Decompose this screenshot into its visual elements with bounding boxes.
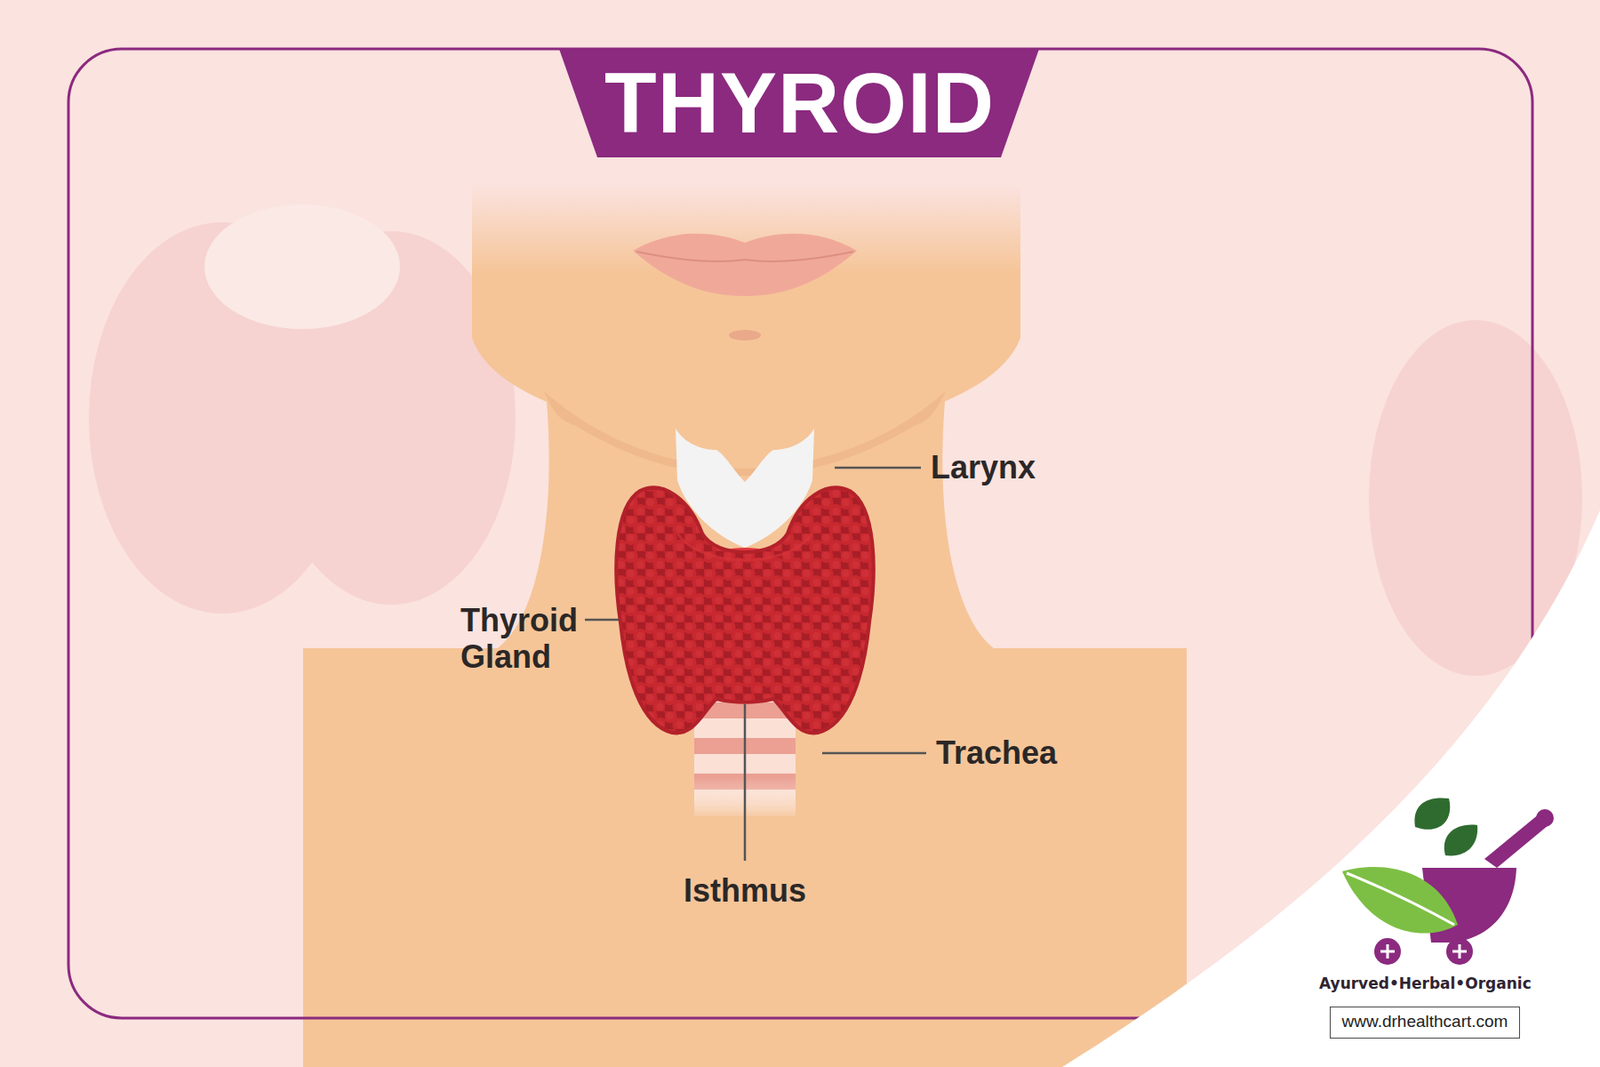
leader-lines (584, 467, 927, 861)
gland-highlight (677, 533, 813, 560)
frame-border (68, 48, 1533, 1018)
leaf-vein (1346, 872, 1455, 925)
neck-shoulders (303, 373, 1187, 1067)
leader-line (822, 752, 927, 755)
faded-larynx (204, 204, 400, 329)
part-label: Thyroid Gland (460, 601, 578, 676)
wheel-cross (1380, 944, 1467, 959)
part-label: Isthmus (683, 872, 807, 909)
title-text: THYROID (604, 60, 995, 146)
lips (632, 233, 857, 296)
title-banner (559, 48, 1040, 158)
lip-line (636, 251, 854, 262)
leader-line (584, 618, 619, 622)
chin-dimple (728, 329, 761, 341)
small-leaf (1444, 824, 1478, 856)
part-label: Trachea (936, 734, 1057, 771)
leader-line (834, 466, 921, 470)
pestle-head (1536, 808, 1554, 827)
leader-line (744, 704, 747, 861)
part-label: Larynx (930, 448, 1036, 486)
website-box: www.drhealthcart.com (1329, 1006, 1520, 1039)
logo-leaf (1342, 866, 1458, 934)
jaw-shadow (544, 391, 946, 476)
thyroid-gland-figure (616, 488, 873, 734)
small-leaf (1414, 797, 1450, 829)
logo-icon (1342, 797, 1554, 965)
corner-panel (1062, 510, 1600, 1067)
logo-tagline: Ayurved•Herbal•Organic (1319, 974, 1532, 992)
website-text: www.drhealthcart.com (1341, 1011, 1509, 1032)
